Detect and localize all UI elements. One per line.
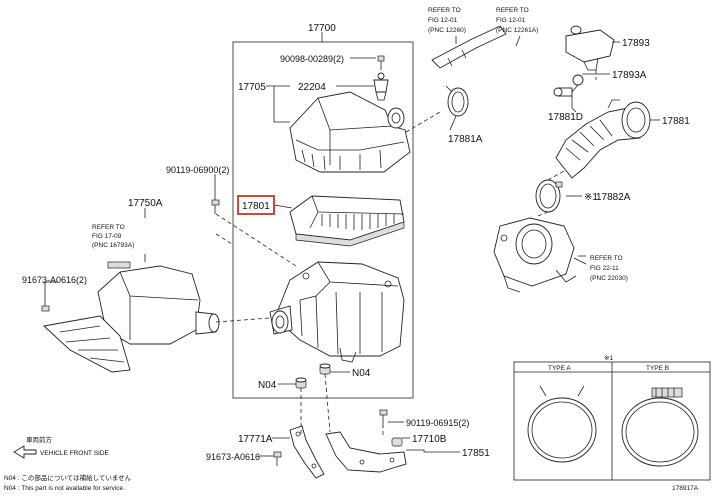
refer-fig-17-09[interactable]: REFER TO FIG 17-09 (PNC 16793A) [92,224,134,249]
bolt-90119-06915[interactable] [379,409,388,424]
label-17881d[interactable]: 17881D [548,112,583,123]
svg-text:FIG 17-09: FIG 17-09 [92,233,122,240]
svg-text:REFER TO: REFER TO [92,224,125,231]
refer-fig-22-11[interactable]: REFER TO FIG 22-11 (PNC 22030) [590,255,628,282]
highlight-17801 [237,195,275,215]
hose-fitting-17881d[interactable] [553,87,573,97]
label-22204[interactable]: 22204 [298,82,326,93]
label-n04-left[interactable]: N04 [258,380,277,391]
refer-fig-12-01-b[interactable]: REFER TO FIG 12-01 (PNC 12261A) [496,7,538,34]
label-17705[interactable]: 17705 [238,82,266,93]
label-91673-pair[interactable]: 91673-A0616(2) [22,275,87,285]
label-90119-06900[interactable]: 90119-06900(2) [166,165,229,175]
bolt-90119-06900[interactable] [211,199,220,214]
clip-17893a[interactable] [571,74,584,93]
bracket-17851[interactable] [325,431,407,473]
n04-note-jp: N04 : この部品については補給していません [4,473,132,482]
air-filter-element[interactable] [289,195,405,247]
resonator-17893[interactable] [565,25,615,71]
label-17710b[interactable]: 17710B [412,434,447,445]
intake-inlet-17750a[interactable] [43,261,220,373]
svg-text:(PNC 12260): (PNC 12260) [428,27,466,34]
hose-clip-22204[interactable] [373,72,389,101]
svg-text:FIG 22-11: FIG 22-11 [590,265,619,272]
grommet-17710b[interactable] [391,437,403,447]
clamp-note-mark-17882a: ※1 [584,192,598,203]
front-jp: 車両前方 [26,435,53,444]
svg-text:REFER TO: REFER TO [590,255,623,262]
group-box-17700 [232,41,414,399]
air-cleaner-cap[interactable] [289,91,411,173]
svg-text:FIG 12-01: FIG 12-01 [496,17,526,24]
figure-id: 178917A [672,485,699,492]
label-17893a[interactable]: 17893A [612,70,647,81]
throttle-body[interactable] [493,217,577,293]
air-cleaner-case[interactable] [269,261,405,363]
refer-fig-12-01-a[interactable]: REFER TO FIG 12-01 (PNC 12260) [428,7,466,34]
svg-text:(PNC 12261A): (PNC 12261A) [496,27,538,34]
bolt-90098[interactable] [377,55,385,70]
label-17700[interactable]: 17700 [308,23,336,34]
ventilation-hose[interactable] [431,25,507,69]
intake-hose-17881[interactable] [555,99,651,179]
svg-text:(PNC 22030): (PNC 22030) [590,275,628,282]
label-17893[interactable]: 17893 [622,38,650,49]
svg-text:FIG 12-01: FIG 12-01 [428,17,458,24]
label-17882a[interactable]: 17882A [596,192,631,203]
svg-text:(PNC 16793A): (PNC 16793A) [92,242,134,249]
grommet-n04-left[interactable] [295,377,307,389]
front-en: VEHICLE FRONT SIDE [40,450,110,457]
label-17881a[interactable]: 17881A [448,134,483,145]
label-91673-single[interactable]: 91673-A0616 [206,452,260,462]
clamp-note-mark: ※1 [604,355,613,362]
label-90098[interactable]: 90098-00289(2) [280,54,344,64]
label-17881[interactable]: 17881 [662,116,690,127]
clamp-type-box: ※1 TYPE A TYPE B [513,355,711,481]
clamp-type-b-label: TYPE B [646,365,669,372]
label-17771a[interactable]: 17771A [238,434,273,445]
label-n04-right[interactable]: N04 [352,368,371,379]
svg-text:REFER TO: REFER TO [428,7,461,14]
hose-clamp-17881a[interactable] [445,85,469,117]
clamp-type-a-label: TYPE A [548,365,571,372]
label-90119-06915[interactable]: 90119-06915(2) [406,418,469,428]
svg-text:REFER TO: REFER TO [496,7,529,14]
label-17750a[interactable]: 17750A [128,198,163,209]
bracket-17771a[interactable] [289,425,325,479]
n04-note-en: N04 : This part is not available for ser… [4,485,125,492]
hose-clamp-17882a[interactable] [535,179,563,213]
front-direction-indicator: 車両前方 VEHICLE FRONT SIDE [13,435,110,459]
label-17801[interactable]: 17801 [242,201,270,212]
bolt-91673-a0616-pair[interactable] [41,300,50,312]
bolt-91673-a0616[interactable] [273,451,282,466]
label-17851[interactable]: 17851 [462,448,490,459]
grommet-n04-right[interactable] [319,363,331,375]
